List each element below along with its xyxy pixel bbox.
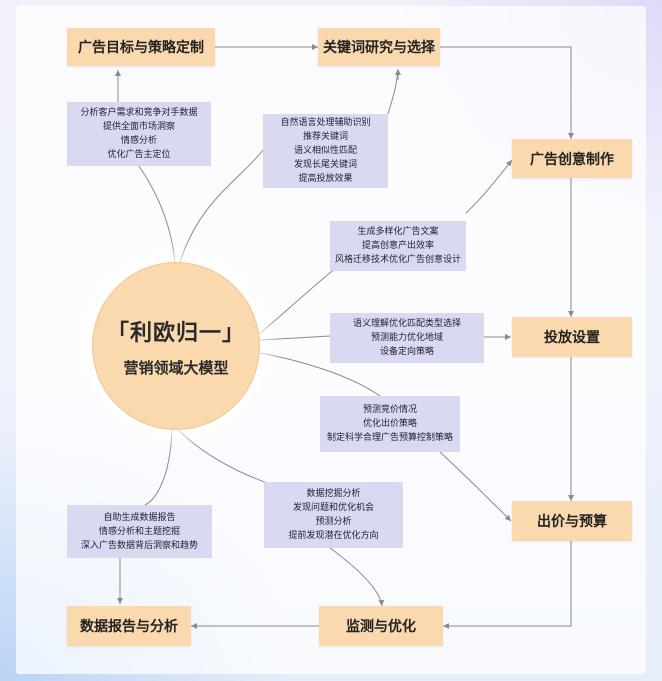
center-subtitle: 营销领域大模型 (123, 358, 229, 377)
node-keyword-research: 关键词研究与选择 (318, 28, 440, 66)
node-ad-creative: 广告创意制作 (512, 139, 632, 178)
node-delivery-settings: 投放设置 (512, 317, 632, 357)
curve-center-to-bidding (254, 351, 511, 521)
note-monitor: 数据挖掘分析发现问题和优化机会预测分析提前发现潜在优化方向 (264, 482, 403, 548)
node-monitor-optimize: 监测与优化 (319, 606, 443, 646)
curve-center-to-report (120, 429, 173, 604)
note-bidding: 预测竞价情况优化出价策略制定科学合理广告预算控制策略 (320, 396, 460, 452)
node-bid-budget: 出价与预算 (512, 501, 632, 541)
node-goal-strategy: 广告目标与策略定制 (67, 28, 215, 66)
note-delivery: 语义理解优化匹配类型选择预测能力优化地域设备定向策略 (330, 313, 484, 363)
node-report-analysis: 数据报告与分析 (67, 606, 191, 646)
note-goal: 分析客户需求和竞争对手数据提供全面市场洞察情感分析优化广告主定位 (67, 102, 211, 166)
note-keyword: 自然语言处理辅助识别推荐关键词语义相似性匹配发现长尾关键词提高投放效果 (263, 114, 388, 188)
arrow-bidding-to-monitor (443, 541, 572, 629)
arrow-keyword-to-creative (440, 46, 574, 139)
center-model-circle: 「利欧归一」 营销领域大模型 (92, 262, 260, 430)
curve-center-to-delivery (259, 336, 511, 340)
note-creative: 生成多样化广告文案提高创意产出效率风格迁移技术优化广告创意设计 (330, 221, 466, 271)
curve-center-to-goal (115, 70, 176, 263)
center-title: 「利欧归一」 (106, 320, 245, 346)
note-report: 自助生成数据报告情感分析和主题挖掘深入广告数据背后洞察和趋势 (67, 505, 212, 558)
